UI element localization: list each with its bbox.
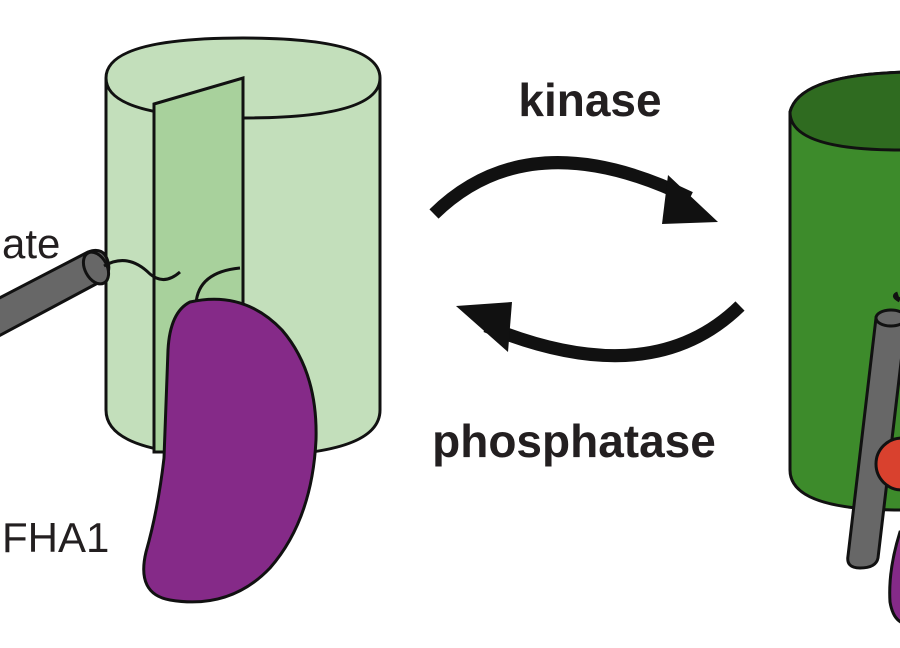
active-state: [788, 70, 900, 624]
inactive-state: ate FHA1: [0, 36, 382, 604]
substrate-label: ate: [2, 220, 60, 267]
fha1-domain-icon-active: [888, 530, 900, 624]
phosphate-icon: [874, 436, 900, 492]
linker-line: [103, 259, 181, 281]
reverse-arrow-icon: [456, 301, 745, 363]
substrate-rod-icon-active: [846, 308, 900, 570]
substrate-rod-icon: [0, 248, 111, 338]
forward-arrow-icon: [429, 156, 718, 224]
linker-line-active: [892, 291, 900, 303]
phosphatase-label: phosphatase: [432, 415, 716, 467]
fha1-label: FHA1: [2, 514, 109, 561]
fha1-domain-icon: [142, 297, 318, 604]
kinase-label: kinase: [518, 74, 661, 126]
linker-line-inner: [194, 266, 241, 305]
